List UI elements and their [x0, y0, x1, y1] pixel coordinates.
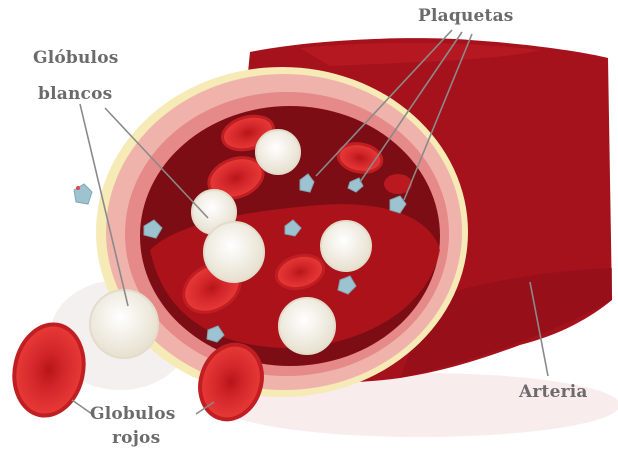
label-globulos-rojos-line1: Globulos: [90, 404, 176, 424]
label-globulos-blancos-line1: Glóbulos: [33, 48, 119, 68]
label-globulos-blancos-line2: blancos: [38, 84, 112, 104]
label-arteria: Arteria: [519, 382, 588, 402]
white-blood-cell-outer: [90, 290, 158, 358]
label-globulos-rojos-line2: rojos: [112, 428, 160, 448]
leader-rojos-1: [72, 400, 92, 414]
label-plaquetas: Plaquetas: [418, 6, 514, 26]
